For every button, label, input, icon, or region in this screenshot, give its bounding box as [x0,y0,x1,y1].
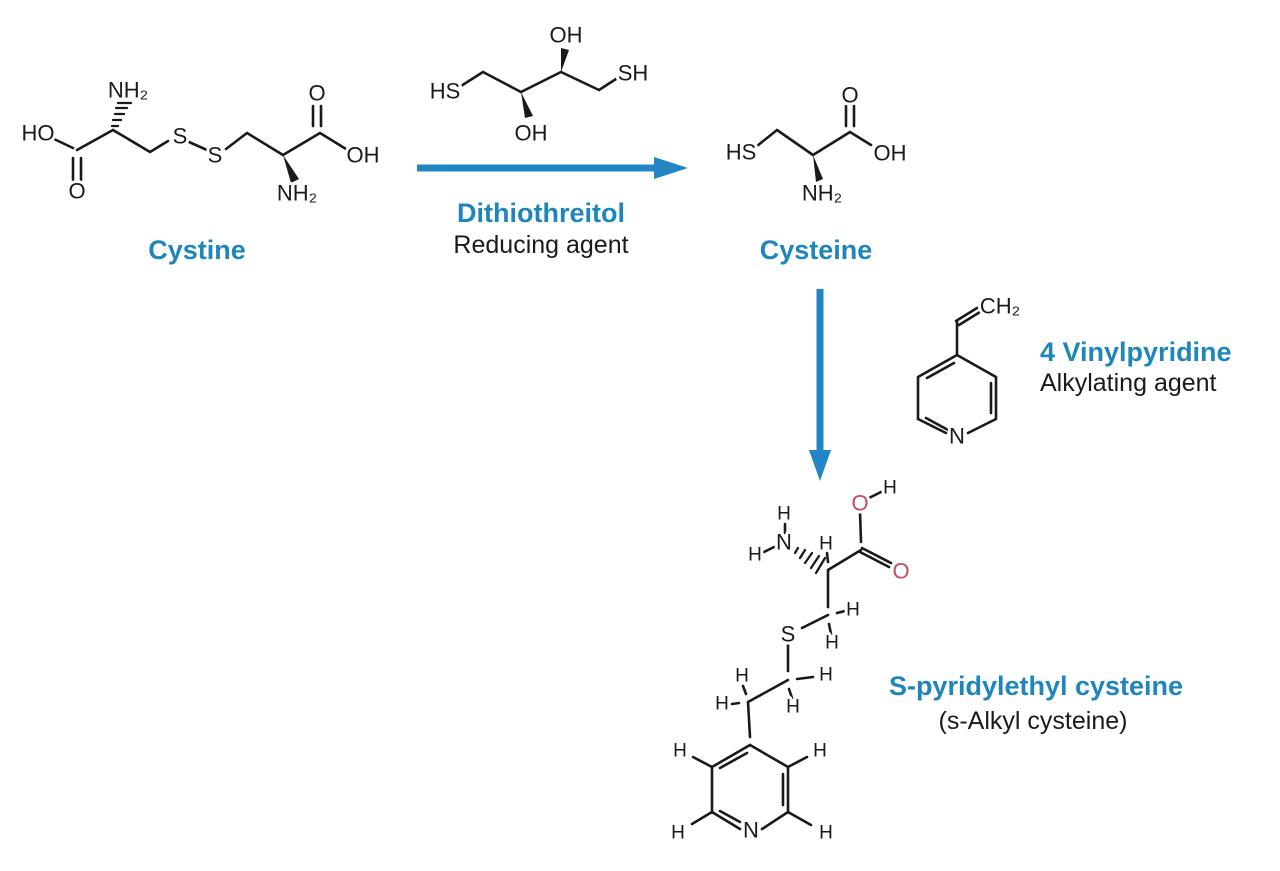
atom-label-SH: SH [618,61,649,86]
atom-label-CH: CH₂ [980,294,1020,319]
vinylpyridine-structure: CH₂ N 4 Vinylpyridine Alkylating agent [916,291,1232,452]
atom-label-H: H [846,600,860,621]
product-label: S-pyridylethyl cysteine [889,671,1183,701]
cystine-hashed-wedge [110,101,133,128]
atom-label-H: H [735,666,749,687]
atom-label-S: S [781,622,796,647]
atom-label-H: H [777,504,791,525]
atom-label-OH: OH [515,121,548,146]
atom-label-S: S [208,143,223,168]
cysteine-bonds [755,104,873,157]
cystine-bonds [52,104,348,182]
atom-label-HS: HS [430,79,461,104]
atom-label-O: O [68,179,85,204]
atom-label-O: O [308,81,325,106]
atom-label-H: H [671,823,685,844]
atom-label-H: H [748,545,762,566]
atom-label-H: H [883,478,897,499]
atom-label-NH: NH₂ [802,181,842,206]
atom-label-N: N [743,818,759,843]
atom-label-NH: NH₂ [108,78,148,103]
cysteine-structure: HS O OH NH₂ Cysteine [723,80,910,266]
dtt-atoms: HS OH OH SH [427,20,652,149]
product-bonds [690,490,893,831]
atom-label-H: H [819,823,833,844]
atom-label-OH: OH [874,141,907,166]
atom-label-HO: HO [22,121,55,146]
reduction-arrow [417,157,688,179]
atom-label-H: H [825,633,839,654]
atom-label-O: O [851,491,868,516]
atom-label-N: N [776,530,792,555]
atom-label-H: H [813,741,827,762]
vinylpyridine-atoms: CH₂ N [946,291,1023,452]
atom-label-OH: OH [550,23,583,48]
cysteine-atoms: HS O OH NH₂ [723,80,910,209]
cysteine-solid-wedge [813,155,823,182]
cystine-atoms: HO O NH₂ SS O OH NH₂ [19,75,383,209]
atom-label-H: H [715,694,729,715]
atom-label-H: H [786,697,800,718]
alkylation-arrow [809,289,831,481]
atom-label-NH: NH₂ [277,181,317,206]
atom-label-O: O [892,559,909,584]
product-hashed-wedge [793,546,827,575]
cystine-label: Cystine [148,235,246,265]
dtt-bonds [459,70,618,94]
cysteine-label: Cysteine [760,235,873,265]
vinylpyridine-bonds [916,306,998,435]
cystine-structure: HO O NH₂ SS O OH NH₂ Cystine [19,75,383,266]
dtt-sublabel: Reducing agent [453,231,628,259]
atom-label-S: S [173,124,188,149]
vinylpyridine-sublabel: Alkylating agent [1040,369,1217,397]
atom-label-OH: OH [347,143,380,168]
product-sublabel: (s-Alkyl cysteine) [939,707,1128,735]
atom-label-H: H [673,741,687,762]
atom-label-HS: HS [726,140,757,165]
reduction-arrow-head [654,157,688,179]
atom-label-H: H [819,534,833,555]
atom-label-O: O [841,83,858,108]
atom-label-H: H [819,665,833,686]
dtt-label: Dithiothreitol [457,198,625,228]
atom-label-N: N [949,424,965,449]
dtt-wedges [521,48,569,118]
alkylation-arrow-head [809,450,831,481]
cystine-solid-wedge [283,155,299,183]
vinylpyridine-label: 4 Vinylpyridine [1040,337,1232,367]
dithiothreitol-structure: HS OH OH SH Dithiothreitol Reducing agent [427,20,652,260]
